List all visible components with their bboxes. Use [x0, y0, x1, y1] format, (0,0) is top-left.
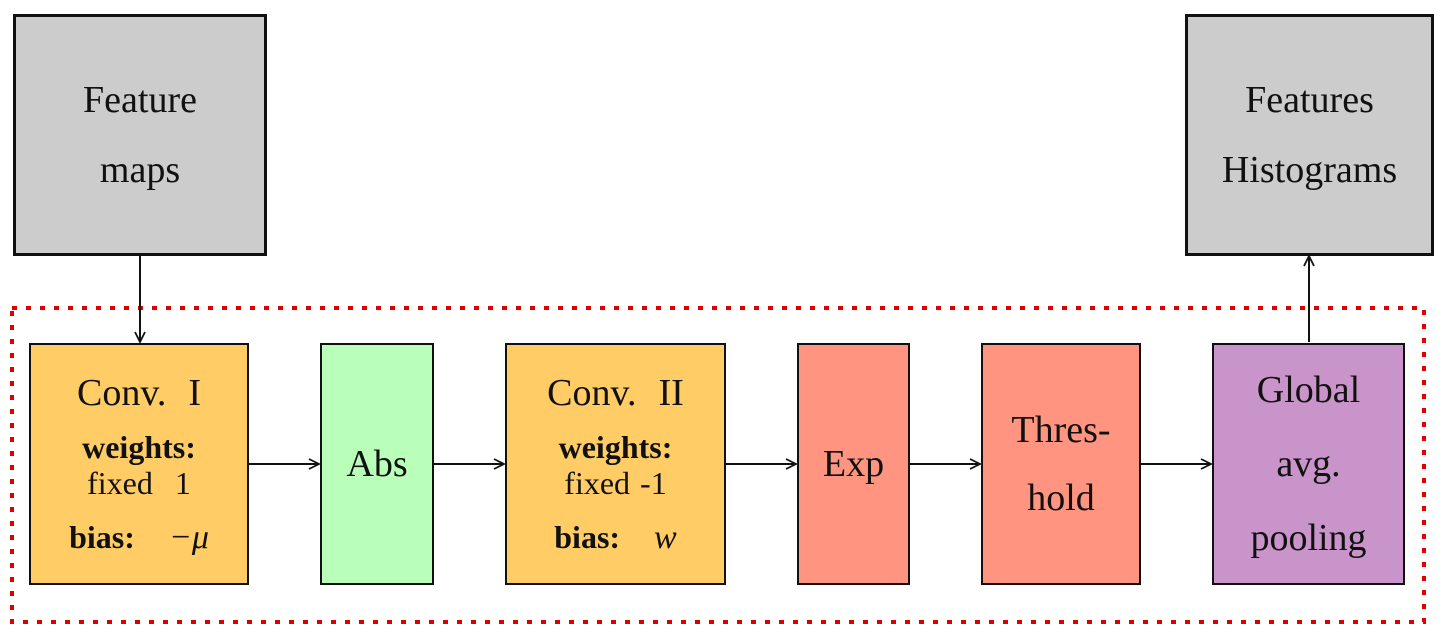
threshold-node: Thres- hold: [981, 343, 1141, 585]
feature-maps-node: Feature maps: [13, 14, 267, 256]
conv2-bias-value: w: [654, 519, 677, 556]
conv2-bias-label: bias:: [554, 519, 621, 555]
conv2-weights-row: fixed -1: [564, 465, 666, 501]
global-avg-pooling-node: Global avg. pooling: [1212, 343, 1405, 585]
conv1-bias-row: bias: −μ: [69, 519, 209, 557]
conv2-bias-row: bias: w: [554, 519, 676, 557]
conv1-weights-label: weights:: [82, 429, 196, 465]
conv2-weights-label: weights:: [558, 429, 673, 465]
conv1-node: Conv. I weights: fixed 1 bias: −μ: [29, 343, 249, 585]
dotted-group-border: [10, 306, 1426, 624]
pool-line1: Global: [1256, 369, 1361, 411]
abs-label: Abs: [346, 443, 408, 485]
features-histograms-line1: Features: [1245, 79, 1374, 121]
conv2-node: Conv. II weights: fixed -1 bias: w: [505, 343, 726, 585]
features-histograms-node: Features Histograms: [1185, 14, 1434, 256]
pool-line3: pooling: [1250, 517, 1367, 559]
conv1-weights-value: 1: [174, 465, 191, 501]
conv2-title: Conv. II: [547, 371, 684, 415]
conv1-title: Conv. I: [77, 371, 201, 415]
conv2-numeral: II: [658, 372, 684, 414]
pool-line2: avg.: [1276, 443, 1341, 485]
conv1-weights-row: fixed 1: [87, 465, 191, 501]
feature-maps-line1: Feature: [83, 79, 197, 121]
exp-node: Exp: [797, 343, 910, 585]
conv2-name: Conv.: [547, 372, 637, 414]
threshold-line1: Thres-: [1011, 409, 1111, 451]
conv1-weights-prefix: fixed: [87, 465, 153, 501]
feature-maps-line2: maps: [99, 149, 181, 191]
conv2-weights-value: -1: [640, 465, 667, 501]
conv1-name: Conv.: [76, 372, 167, 414]
threshold-line2: hold: [1027, 477, 1095, 519]
conv1-numeral: I: [188, 372, 202, 414]
conv1-bias-value: −μ: [168, 519, 209, 556]
features-histograms-line2: Histograms: [1221, 149, 1398, 191]
exp-label: Exp: [822, 443, 885, 485]
conv1-bias-label: bias:: [69, 519, 135, 555]
conv2-weights-prefix: fixed: [564, 465, 631, 501]
abs-node: Abs: [320, 343, 434, 585]
